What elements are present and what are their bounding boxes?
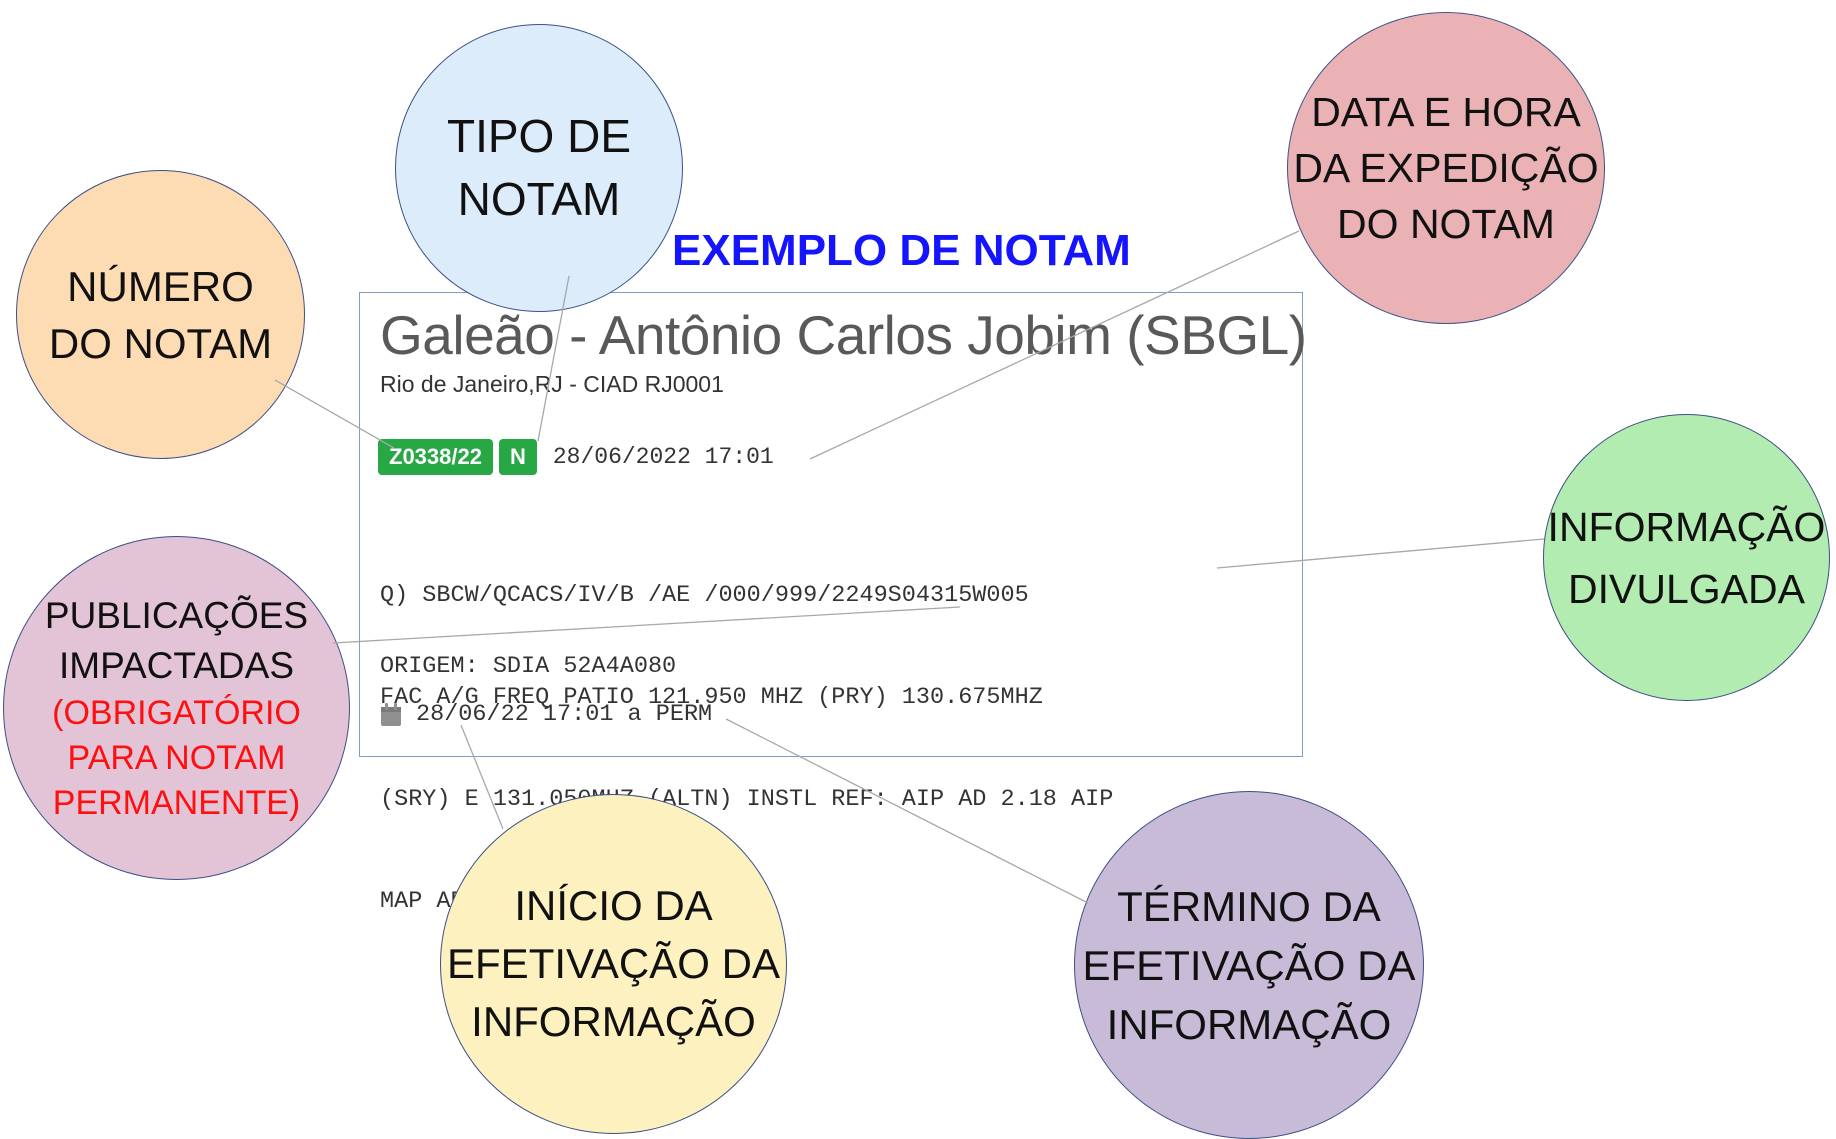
callout-inicio-da-efetivacao: INÍCIO DA EFETIVAÇÃO DA INFORMAÇÃO (440, 794, 787, 1134)
callout-tipo-de-notam: TIPO DE NOTAM (395, 24, 683, 312)
callout-data-hora-line: DO NOTAM (1337, 201, 1555, 247)
callout-termino-line: INFORMAÇÃO (1106, 1000, 1392, 1048)
callout-publicacoes-line: PUBLICAÇÕES (44, 594, 309, 636)
callout-inicio-line: INFORMAÇÃO (471, 998, 756, 1045)
callout-informacao-line: INFORMAÇÃO (1547, 503, 1826, 550)
callout-tipo-line: TIPO DE (446, 110, 632, 162)
notam-id-row: Z0338/22 N 28/06/2022 17:01 (378, 438, 774, 476)
callout-publicacoes-note: (OBRIGATÓRIO (52, 693, 301, 732)
notam-origin: ORIGEM: SDIA 52A4A080 (380, 653, 677, 680)
callout-publicacoes-note: PARA NOTAM (67, 738, 286, 777)
callout-termino-da-efetivacao: TÉRMINO DA EFETIVAÇÃO DA INFORMAÇÃO (1074, 791, 1424, 1139)
callout-tipo-line: NOTAM (457, 173, 621, 225)
callout-informacao-line: DIVULGADA (1568, 565, 1805, 612)
notam-validity: 28/06/22 17:01 a PERM (416, 701, 713, 728)
notam-number-badge: Z0338/22 (378, 439, 493, 475)
notam-card: Galeão - Antônio Carlos Jobim (SBGL) Rio… (359, 292, 1307, 915)
notam-body-line: FAC A/G FREQ PATIO 121.950 MHZ (PRY) 130… (380, 684, 1043, 711)
callout-publicacoes-note: PERMANENTE) (52, 783, 301, 822)
airport-location: Rio de Janeiro,RJ - CIAD RJ0001 (380, 371, 724, 397)
notam-body-line: Q) SBCW/QCACS/IV/B /AE /000/999/2249S043… (380, 582, 1029, 609)
diagram-title: EXEMPLO DE NOTAM (672, 226, 1131, 275)
callout-inicio-line: INÍCIO DA (514, 882, 713, 929)
callout-data-e-hora: DATA E HORA DA EXPEDIÇÃO DO NOTAM (1287, 12, 1605, 324)
calendar-icon (380, 702, 402, 727)
callout-publicacoes-line: IMPACTADAS (58, 644, 295, 686)
notam-type-badge: N (498, 439, 537, 475)
callout-numero-do-notam: NÚMERO DO NOTAM (16, 170, 305, 459)
notam-issued-datetime: 28/06/2022 17:01 (552, 444, 774, 470)
callout-informacao-divulgada: INFORMAÇÃO DIVULGADA (1543, 414, 1830, 701)
airport-name: Galeão - Antônio Carlos Jobim (SBGL) (380, 304, 1307, 366)
callout-termino-line: TÉRMINO DA (1117, 882, 1381, 930)
callout-numero-line: DO NOTAM (48, 319, 273, 367)
callout-numero-line: NÚMERO (67, 262, 254, 310)
notam-validity-row: 28/06/22 17:01 a PERM (380, 701, 712, 728)
notam-body-line: (SRY) E 131.050MHZ (ALTN) INSTL REF: AIP… (380, 786, 1114, 813)
callout-data-hora-line: DA EXPEDIÇÃO (1293, 145, 1599, 191)
callout-inicio-line: EFETIVAÇÃO DA (447, 940, 780, 987)
callout-termino-line: EFETIVAÇÃO DA (1082, 941, 1416, 989)
callout-data-hora-line: DATA E HORA (1311, 89, 1581, 135)
callout-publicacoes-impactadas: PUBLICAÇÕES IMPACTADAS (OBRIGATÓRIO PARA… (3, 536, 350, 880)
